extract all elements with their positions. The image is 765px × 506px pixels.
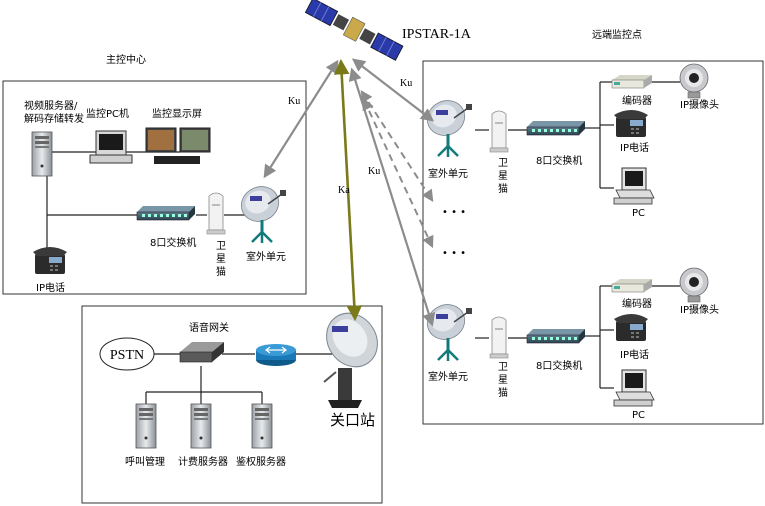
remote-2-camera-icon [679, 267, 709, 303]
main-ip-phone-icon [33, 247, 67, 274]
remote-1-ip-phone-label: IP电话 [620, 141, 649, 154]
pstn-cloud [99, 337, 155, 371]
remote-1-outdoor-unit-icon [420, 93, 474, 159]
satellite-icon [304, 0, 404, 61]
remote-1-modem-icon [489, 110, 509, 153]
remote-1-pc-icon [613, 167, 655, 205]
remote-2-camera-label: IP摄像头 [680, 303, 719, 316]
call-mgmt-label: 呼叫管理 [125, 455, 165, 468]
satellite-links [263, 58, 436, 327]
video-server-label-1: 视频服务器/ [24, 99, 78, 112]
remote-1-camera-icon [679, 63, 709, 99]
gateway-station-label: 关口站 [330, 411, 375, 429]
video-server-label-2: 解码存储转发 [24, 112, 84, 125]
main-ip-phone-label: IP电话 [36, 281, 65, 294]
main-modem-icon [206, 192, 226, 235]
remote-2-switch-icon [526, 328, 586, 344]
remote-1-switch-label: 8口交换机 [536, 154, 582, 167]
remote-2-modem-label-3: 猫 [498, 386, 508, 399]
ku-label-main: Ku [288, 96, 300, 107]
ku-link-remote-2 [348, 67, 436, 327]
main-modem-label-3: 猫 [216, 265, 226, 278]
main-outdoor-unit-icon [234, 179, 288, 245]
gateway-station-antenna-icon [323, 312, 378, 408]
remote-1-modem-label-3: 猫 [498, 182, 508, 195]
billing-server-label: 计费服务器 [178, 455, 228, 468]
gateway-wiring [145, 353, 335, 404]
pstn-label: PSTN [110, 348, 144, 363]
main-center-title: 主控中心 [106, 53, 146, 66]
voice-gateway-icon [179, 342, 224, 363]
call-mgmt-server-icon [135, 403, 157, 449]
remote-2-switch-label: 8口交换机 [536, 359, 582, 372]
remote-1-ip-phone-icon [614, 110, 648, 137]
remote-1-camera-label: IP摄像头 [680, 98, 719, 111]
monitor-pc-label: 监控PC机 [86, 107, 129, 120]
remote-2-modem-label-2: 星 [498, 374, 508, 386]
remote-ellipsis-2: • • • [442, 248, 466, 259]
remote-1-modem-label-2: 星 [498, 170, 508, 182]
remote-1-switch-icon [526, 120, 586, 136]
monitor-display-icon [145, 127, 211, 164]
main-modem-label-1: 卫 [216, 241, 226, 252]
main-outdoor-unit-label: 室外单元 [246, 250, 286, 263]
main-switch-label: 8口交换机 [150, 236, 196, 249]
gateway-frame [81, 305, 383, 504]
remote-site-frame [422, 60, 764, 425]
main-switch-icon [136, 205, 196, 221]
remote-2-ip-phone-label: IP电话 [620, 348, 649, 361]
remote-2-outdoor-unit-label: 室外单元 [428, 370, 468, 383]
remote-ellipsis-1: • • • [442, 207, 466, 218]
remote-1-encoder-label: 编码器 [622, 94, 652, 107]
satellite-name: IPSTAR-1A [402, 27, 472, 42]
remote-1-outdoor-unit-label: 室外单元 [428, 167, 468, 180]
remote-2-pc-icon [613, 369, 655, 407]
auth-server-icon [251, 403, 273, 449]
remote-1-encoder-icon [611, 74, 653, 89]
remote-2-encoder-icon [611, 278, 653, 293]
remote-2-modem-label-1: 卫 [498, 362, 508, 373]
remote-1-pc-label: PC [632, 208, 645, 219]
ka-label: Ka [338, 185, 350, 196]
voice-gateway-label: 语音网关 [189, 321, 229, 334]
remote-site-title: 远端监控点 [592, 28, 642, 41]
remote-group-2-wiring [475, 285, 680, 389]
remote-2-outdoor-unit-icon [420, 297, 474, 363]
router-icon [256, 344, 296, 366]
remote-2-encoder-label: 编码器 [622, 297, 652, 310]
remote-group-1-wiring [475, 81, 680, 189]
ku-link-dashed-1 [360, 89, 434, 203]
monitor-pc-icon [89, 130, 133, 164]
auth-server-label: 鉴权服务器 [236, 455, 286, 468]
remote-1-modem-label-1: 卫 [498, 158, 508, 169]
remote-2-modem-icon [489, 316, 509, 359]
ku-label-remote-2: Ku [368, 166, 380, 177]
main-center-frame [2, 80, 307, 295]
video-server-icon [31, 131, 53, 177]
monitor-display-label: 监控显示屏 [152, 107, 202, 120]
ku-label-remote-1: Ku [400, 78, 412, 89]
main-modem-label-2: 星 [216, 253, 226, 265]
remote-2-ip-phone-icon [614, 314, 648, 341]
ku-link-main [263, 59, 339, 179]
billing-server-icon [190, 403, 212, 449]
remote-2-pc-label: PC [632, 410, 645, 421]
